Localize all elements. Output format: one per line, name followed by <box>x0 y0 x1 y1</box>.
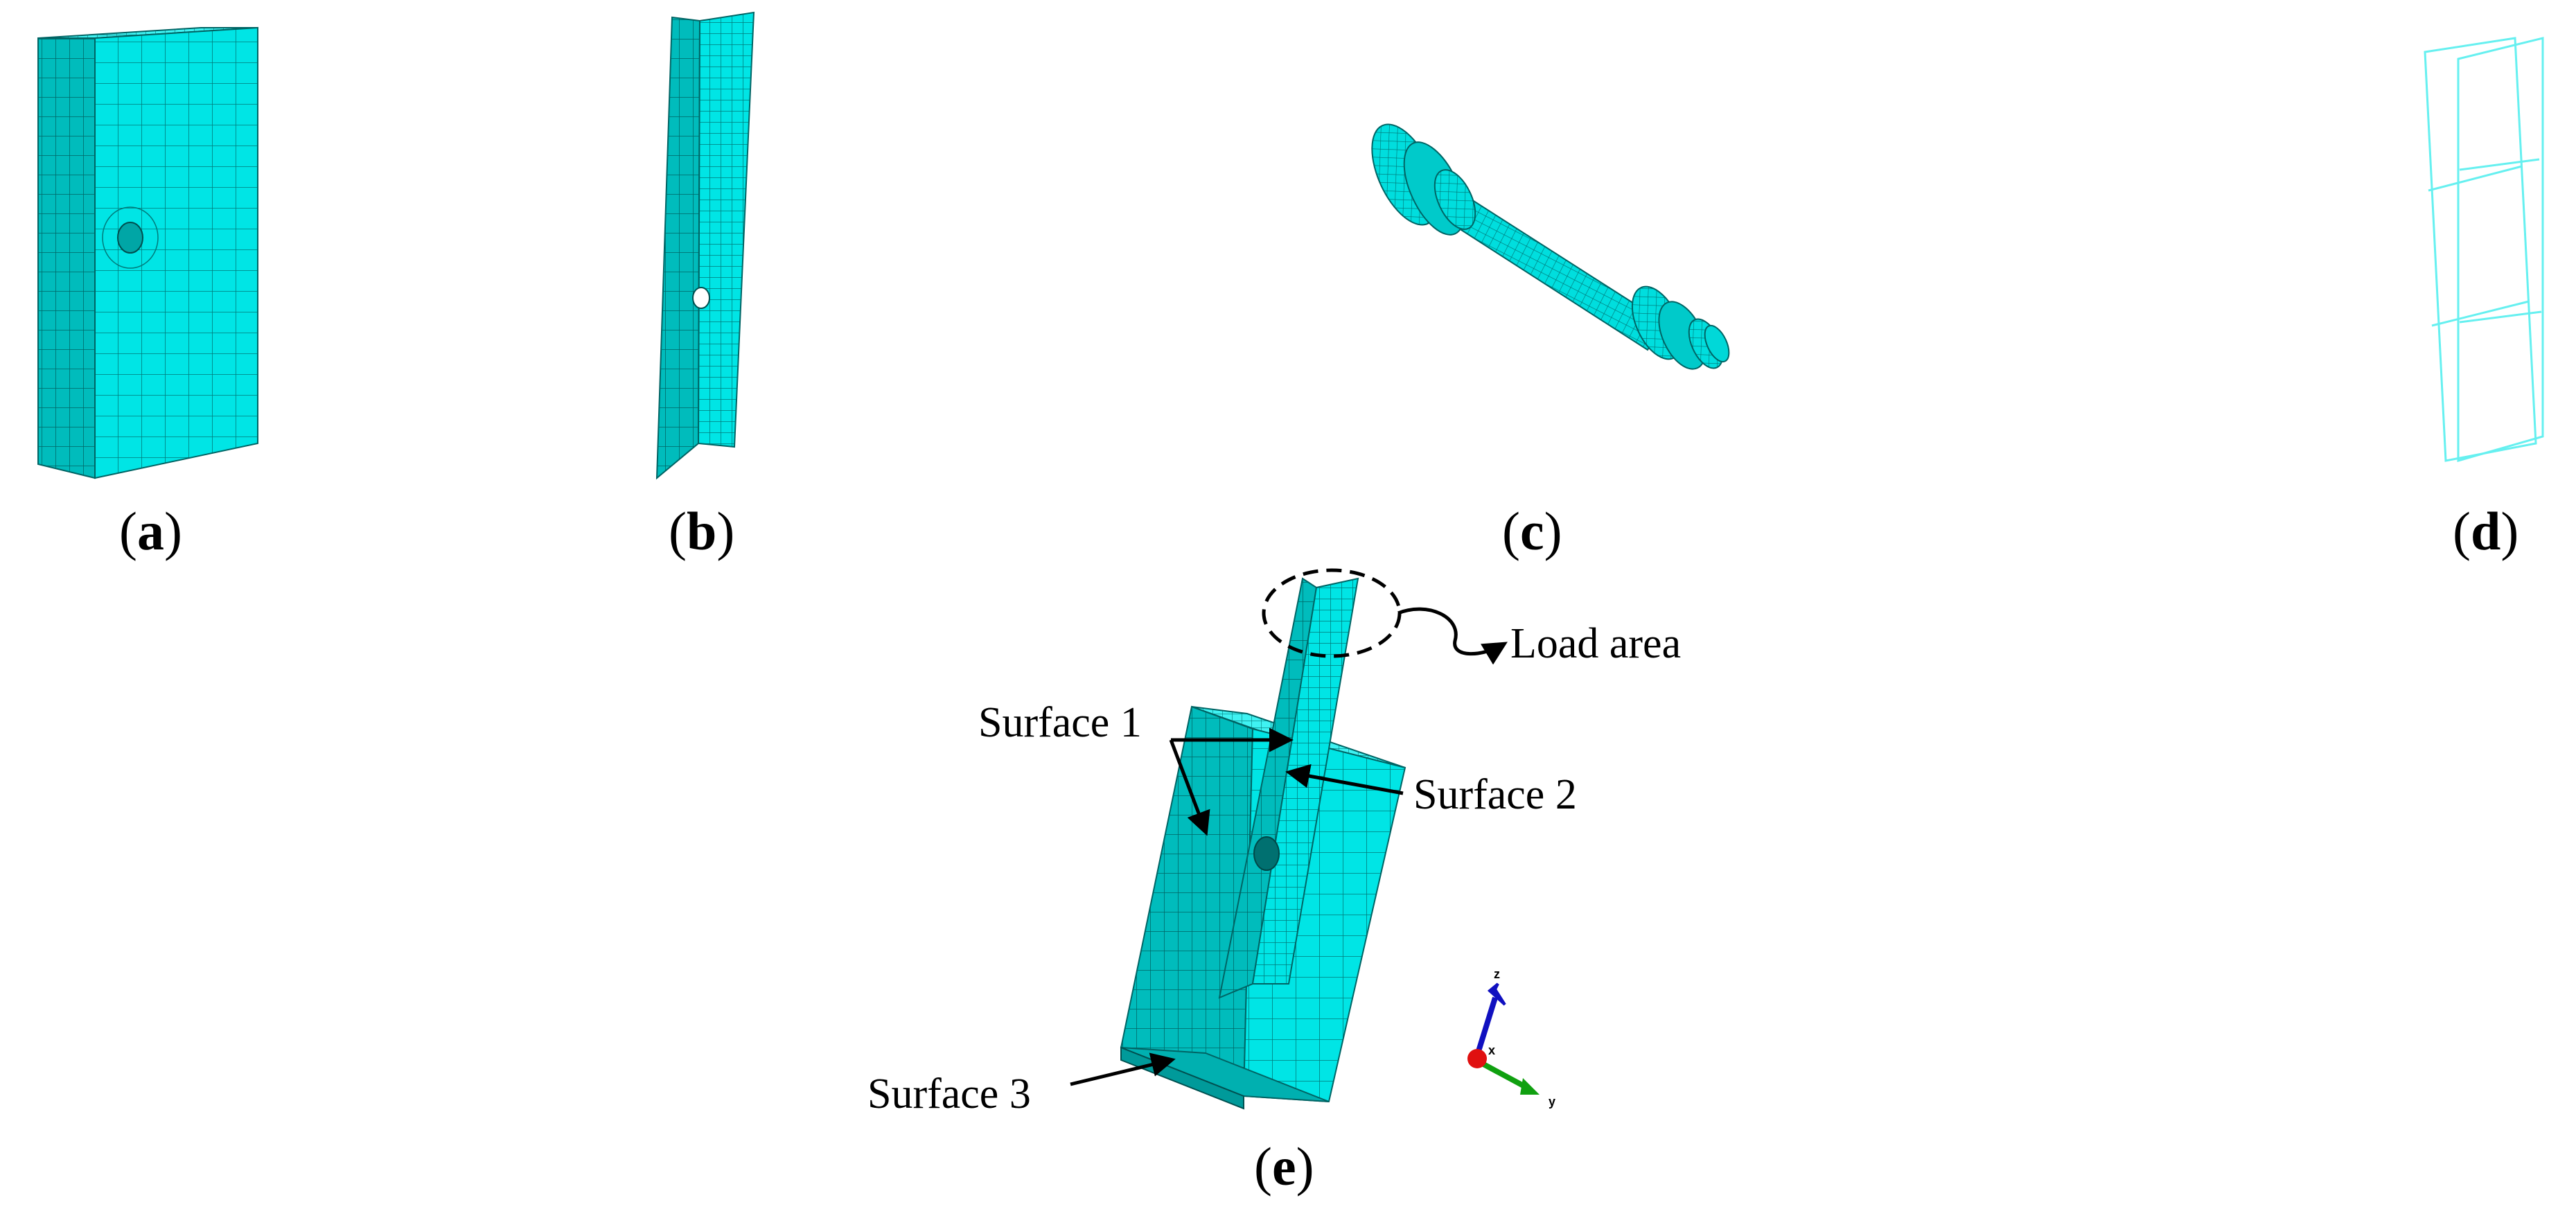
panel-c-bolt-mesh <box>1371 123 1730 370</box>
triad-y-label: y <box>1549 1095 1555 1109</box>
surface-1-label: Surface 1 <box>978 699 1142 746</box>
triad-z-label: z <box>1494 967 1500 981</box>
caption-a-letter: a <box>136 501 164 561</box>
panel-e-assembly-mesh <box>1120 577 1406 1110</box>
surface-2-arrow <box>1285 764 1404 795</box>
caption-c-letter: c <box>1519 501 1544 561</box>
surface-3-label: Surface 3 <box>867 1070 1031 1118</box>
panel-a-block-mesh <box>37 26 258 479</box>
bolt-head <box>1371 123 1476 236</box>
surface-2-label: Surface 2 <box>1413 771 1577 818</box>
caption-b: (b) <box>669 501 735 561</box>
load-area-arrow <box>1397 607 1508 665</box>
load-area-label: Load area <box>1510 620 1682 667</box>
panel-b-angle-mesh <box>655 11 755 480</box>
caption-e-letter: e <box>1271 1136 1296 1197</box>
panel-d-wireframe <box>2424 37 2544 462</box>
surface-3-arrow <box>1070 1052 1176 1086</box>
triad-x-label: x <box>1488 1043 1495 1057</box>
panel-b-hole-icon <box>692 287 710 309</box>
panel-a-hole-icon <box>102 206 159 269</box>
caption-e: (e) <box>1254 1136 1314 1197</box>
caption-d-letter: d <box>2470 501 2501 561</box>
panel-e-bolt-icon <box>1253 836 1280 871</box>
caption-c: (c) <box>1502 501 1562 561</box>
caption-d: (d) <box>2453 501 2519 561</box>
bolt-nut <box>1631 285 1730 370</box>
coordinate-triad: z y x <box>1467 967 1555 1109</box>
caption-b-letter: b <box>686 501 717 561</box>
caption-a: (a) <box>119 501 182 561</box>
surface-1-arrow-lower <box>1169 739 1210 836</box>
